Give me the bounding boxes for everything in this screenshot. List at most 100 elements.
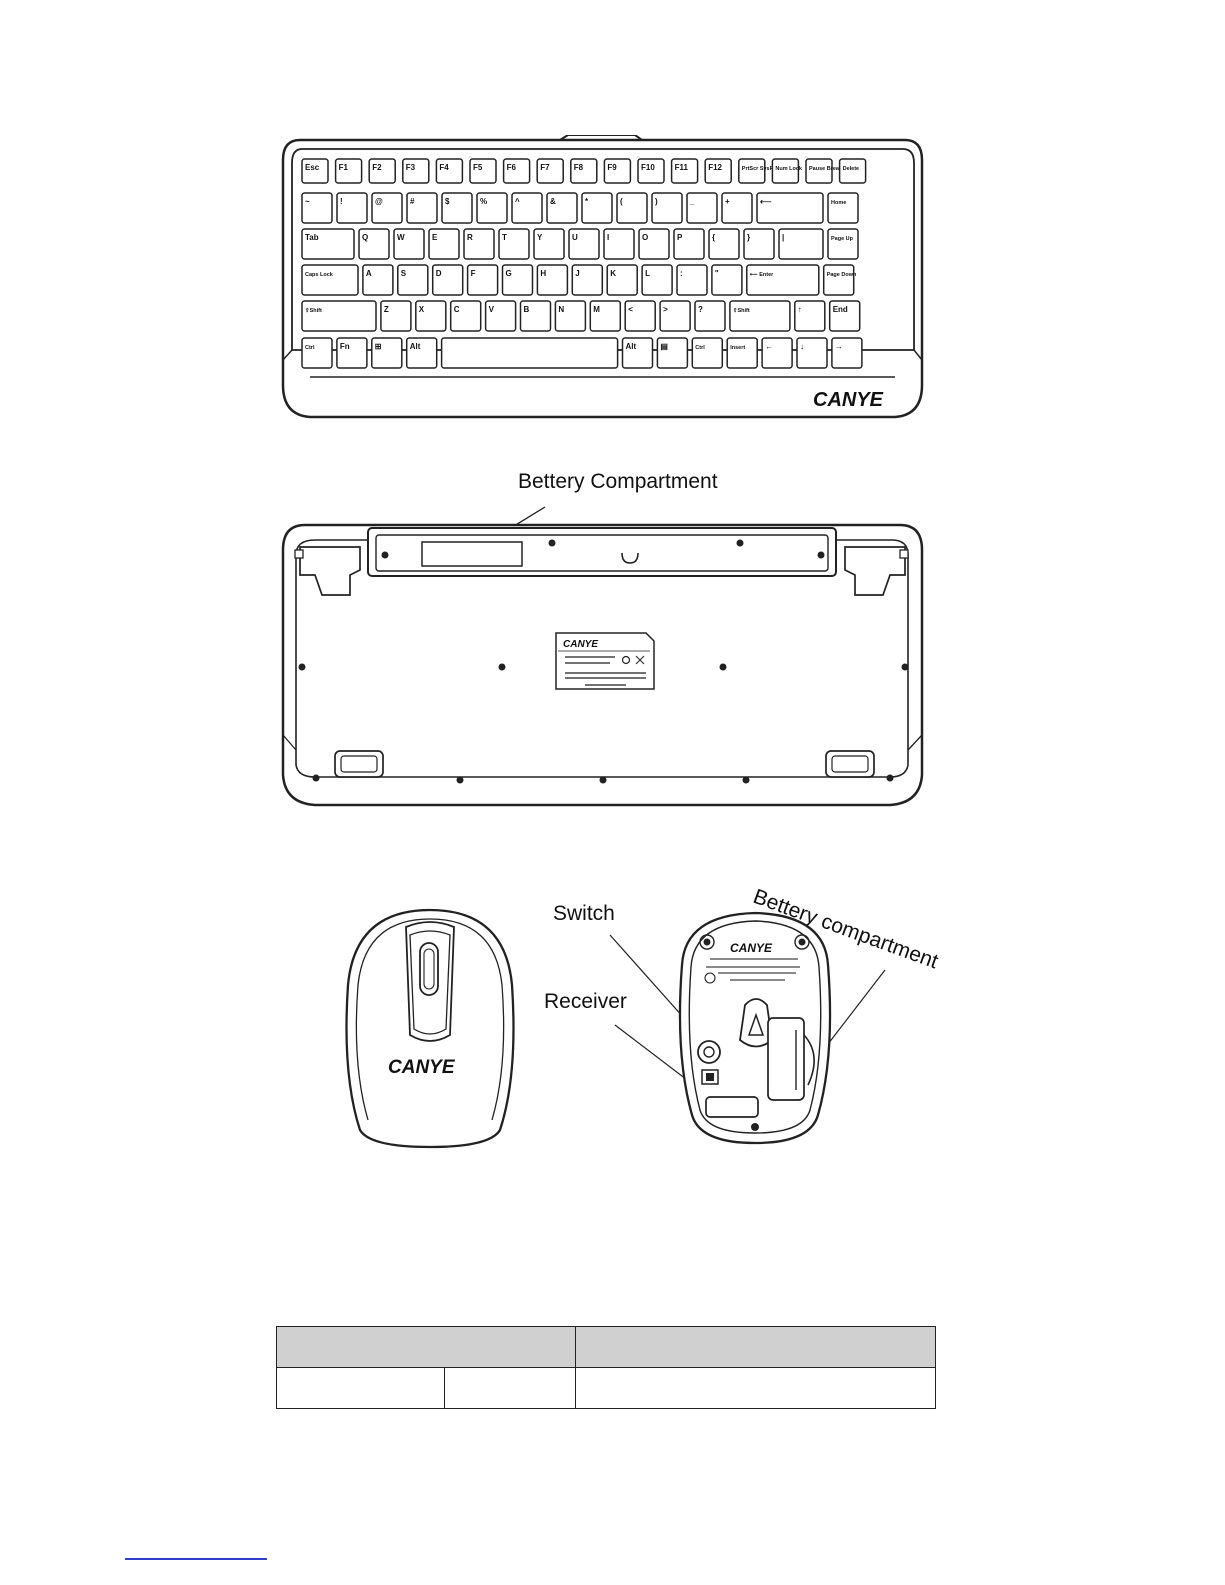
key	[603, 228, 635, 260]
key	[670, 158, 699, 184]
key	[673, 228, 705, 260]
keyboard-bottom-view: CANYE	[280, 495, 925, 810]
key-label: Alt	[410, 342, 421, 351]
key	[476, 192, 508, 224]
key	[428, 228, 460, 260]
key	[726, 337, 758, 369]
key	[463, 228, 495, 260]
key-label: }	[747, 233, 750, 242]
mouse-bottom-brand: CANYE	[730, 941, 773, 955]
key-label: #	[410, 197, 415, 206]
key-label: Esc	[305, 163, 320, 172]
key	[656, 337, 689, 369]
key-label: F6	[507, 163, 517, 172]
table-header-row	[276, 1326, 936, 1368]
key	[301, 192, 333, 224]
key-label: N	[558, 305, 564, 314]
key	[358, 228, 390, 260]
key-label: Home	[831, 200, 846, 206]
key	[571, 264, 604, 296]
key-label: M	[593, 305, 600, 314]
key	[371, 337, 403, 369]
battery-door	[767, 1017, 805, 1101]
key-label: $	[445, 197, 450, 206]
key-label: ⟵	[760, 197, 772, 206]
key-label: C	[454, 305, 460, 314]
key-label: Insert	[730, 345, 745, 351]
key-label: E	[432, 233, 438, 242]
key-label: Delete	[843, 166, 860, 172]
key	[502, 158, 531, 184]
key	[301, 300, 377, 332]
key-label: I	[607, 233, 609, 242]
key	[501, 264, 534, 296]
key	[686, 192, 718, 224]
key-label: Z	[384, 305, 389, 314]
receiver-slot	[705, 1096, 759, 1118]
key-label: End	[833, 305, 848, 314]
key	[380, 300, 412, 332]
key-label: ⇧Shift	[305, 307, 322, 314]
key	[805, 158, 833, 184]
key	[368, 158, 396, 184]
key-label: X	[419, 305, 425, 314]
key-label: Ctrl	[305, 345, 315, 351]
key	[334, 158, 363, 184]
key-label: )	[655, 197, 658, 206]
key	[435, 158, 464, 184]
keyboard-brand: CANYE	[813, 389, 884, 411]
key-label: F9	[607, 163, 617, 172]
key	[406, 192, 438, 224]
key	[498, 228, 530, 260]
key-label: ⟵ Enter	[750, 271, 774, 278]
key	[441, 192, 473, 224]
key-label: F5	[473, 163, 483, 172]
battery-compartment-label: Bettery Compartment	[518, 470, 718, 493]
key	[621, 337, 654, 369]
key	[761, 337, 793, 369]
key-label: Page Down	[827, 272, 857, 278]
key-label: (	[620, 197, 623, 206]
key-label: A	[366, 269, 372, 278]
key	[743, 228, 775, 260]
key-label: H	[540, 269, 546, 278]
spec-table	[276, 1326, 936, 1409]
key-label: S	[401, 269, 407, 278]
key-label: +	[725, 197, 730, 206]
key-label: R	[467, 233, 473, 242]
receiver-label: Receiver	[544, 990, 627, 1013]
key-label: ↑	[798, 305, 802, 314]
key	[415, 300, 447, 332]
key	[393, 228, 425, 260]
key	[589, 300, 622, 332]
key	[721, 192, 753, 224]
key-label: U	[572, 233, 578, 242]
key	[511, 192, 543, 224]
key	[554, 300, 587, 332]
table-row	[276, 1367, 936, 1409]
key-label: P	[677, 233, 683, 242]
key-label: F8	[574, 163, 584, 172]
key	[371, 192, 403, 224]
key	[827, 192, 859, 224]
key	[336, 337, 368, 369]
key-label: F7	[540, 163, 550, 172]
key-label: V	[489, 305, 495, 314]
key	[738, 158, 766, 184]
key	[570, 158, 598, 184]
key-label: F1	[339, 163, 349, 172]
key-label: %	[480, 197, 487, 206]
key	[711, 264, 743, 296]
key-label: "	[715, 269, 719, 278]
switch-label: Switch	[553, 902, 615, 925]
key-label: ⊞	[375, 342, 382, 351]
key	[536, 158, 564, 184]
table-header-cell	[575, 1326, 936, 1368]
key-label: :	[680, 269, 683, 278]
key	[676, 264, 708, 296]
key-label: Page Up	[831, 236, 854, 242]
battery-compartment-cover	[421, 541, 523, 567]
key-label: G	[506, 269, 512, 278]
key-label: ⇧Shift	[733, 307, 750, 314]
